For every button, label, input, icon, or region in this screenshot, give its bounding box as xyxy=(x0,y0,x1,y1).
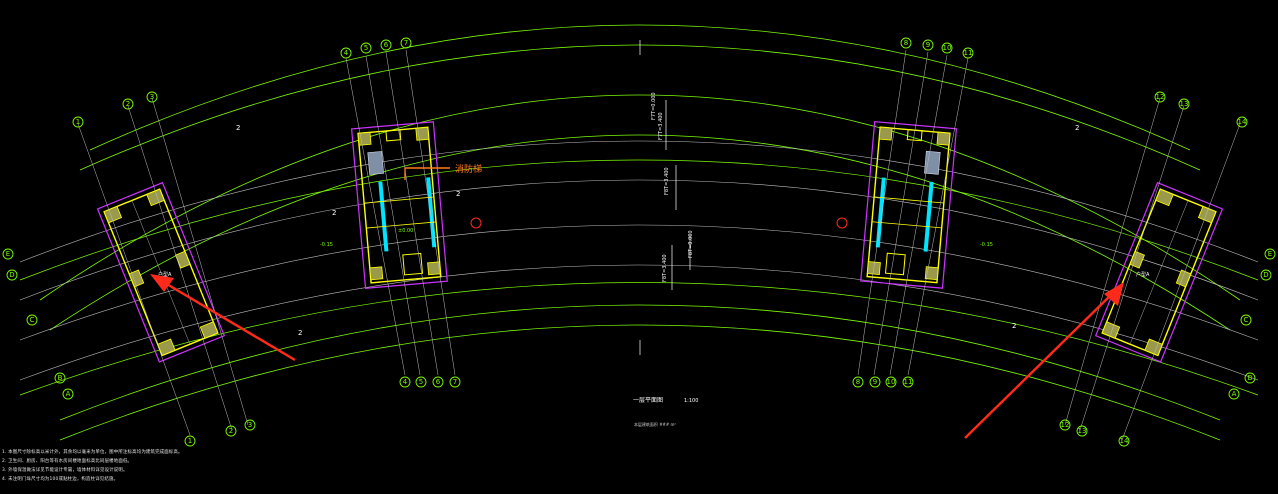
svg-text:B: B xyxy=(1248,374,1253,382)
right-red-arrow xyxy=(964,289,1117,439)
axis-bubble-labels: 4 5 6 7 8 9 10 11 4 5 6 7 8 9 10 11 1 2 … xyxy=(6,39,1272,445)
svg-text:2: 2 xyxy=(456,190,460,198)
svg-text:8: 8 xyxy=(856,378,860,386)
svg-text:9: 9 xyxy=(926,41,930,49)
drawing-subtitle: 本层建筑面积 ### m² xyxy=(634,421,676,427)
svg-text:F8T=0.000: F8T=0.000 xyxy=(688,230,694,258)
svg-text:12: 12 xyxy=(1061,421,1070,429)
title-block: 一层平面图 1:100 本层建筑面积 ### m² xyxy=(633,397,698,427)
svg-text:1: 1 xyxy=(76,118,80,126)
svg-text:F7T=0.000: F7T=0.000 xyxy=(651,92,657,120)
svg-text:E: E xyxy=(6,250,10,258)
note-line: 3. 外墙保温做法详见节能设计专篇，墙体材料详见设计说明。 xyxy=(2,468,128,473)
svg-text:2: 2 xyxy=(298,329,302,337)
svg-text:4: 4 xyxy=(403,378,408,386)
left-end-unit xyxy=(96,181,226,363)
left-arrow-head xyxy=(150,274,174,292)
svg-text:14: 14 xyxy=(1238,118,1247,126)
note-line: 4. 未注明门垛尺寸均为100或贴柱边，构造柱详见结施。 xyxy=(2,477,119,482)
svg-text:12: 12 xyxy=(1156,93,1165,101)
svg-text:6: 6 xyxy=(384,41,389,49)
core-axis-lines xyxy=(77,49,1241,441)
svg-text:±0.00: ±0.00 xyxy=(398,228,413,234)
arc-lines xyxy=(19,24,1259,441)
svg-text:户型A: 户型A xyxy=(158,271,172,278)
svg-text:2: 2 xyxy=(1075,124,1079,132)
general-notes: 1. 本图尺寸除标高以米计外，其余均以毫米为单位，图中所注标高均为建筑完成面标高… xyxy=(2,448,183,484)
note-line: 1. 本图尺寸除标高以米计外，其余均以毫米为单位，图中所注标高均为建筑完成面标高… xyxy=(2,450,183,455)
svg-text:11: 11 xyxy=(964,49,973,57)
right-end-unit xyxy=(1094,181,1224,363)
svg-text:2: 2 xyxy=(236,124,240,132)
svg-text:B: B xyxy=(58,374,63,382)
callout-label: 消防梯 xyxy=(455,163,482,175)
svg-text:13: 13 xyxy=(1180,100,1189,108)
svg-text:C: C xyxy=(1244,316,1249,324)
svg-text:F8T=3.400: F8T=3.400 xyxy=(662,254,668,282)
axis-bubbles xyxy=(2,37,1276,447)
svg-text:9: 9 xyxy=(873,378,877,386)
svg-text:2: 2 xyxy=(1012,322,1016,330)
svg-text:C: C xyxy=(30,316,35,324)
svg-text:7: 7 xyxy=(404,39,408,47)
svg-text:2: 2 xyxy=(332,209,336,217)
svg-text:14: 14 xyxy=(1120,437,1129,445)
svg-text:E: E xyxy=(1268,250,1272,258)
center-axis-marks xyxy=(639,40,691,355)
svg-text:-0.15: -0.15 xyxy=(980,242,993,248)
svg-text:10: 10 xyxy=(887,378,896,386)
svg-text:A: A xyxy=(1232,390,1237,398)
right-arrow-head xyxy=(1104,282,1124,306)
svg-text:A: A xyxy=(66,390,71,398)
svg-text:D: D xyxy=(9,271,14,279)
center-axis-tags: F7T=0.000 F7T=3.400 F8T=3.400 F8T=0.000 … xyxy=(651,92,694,282)
svg-text:1: 1 xyxy=(188,437,192,445)
annotation-arrows xyxy=(150,274,1124,439)
svg-text:2: 2 xyxy=(126,100,130,108)
svg-text:3: 3 xyxy=(150,93,154,101)
note-line: 2. 卫生间、厨房、阳台等有水房间楼地面标高比同层楼地面低。 xyxy=(2,459,133,464)
svg-text:F8T=3.400: F8T=3.400 xyxy=(664,167,670,195)
drawing-scale: 1:100 xyxy=(684,398,698,404)
svg-text:7: 7 xyxy=(453,378,457,386)
mid-tags: -0.15 ±0.00 -0.15 xyxy=(320,228,993,248)
svg-text:2: 2 xyxy=(229,427,233,435)
fire-stair-callout: 消防梯 xyxy=(404,163,482,180)
left-stair-core xyxy=(350,121,448,289)
room-tags: 户型A 户型A xyxy=(158,271,1150,278)
svg-text:3: 3 xyxy=(248,421,252,429)
svg-text:13: 13 xyxy=(1078,427,1087,435)
svg-text:10: 10 xyxy=(943,44,952,52)
svg-text:4: 4 xyxy=(344,49,349,57)
index-markers xyxy=(470,217,848,229)
left-red-arrow xyxy=(159,278,296,362)
svg-text:5: 5 xyxy=(419,378,423,386)
svg-text:D: D xyxy=(1263,271,1268,279)
svg-text:5: 5 xyxy=(364,44,368,52)
svg-text:6: 6 xyxy=(436,378,441,386)
svg-text:-0.15: -0.15 xyxy=(320,242,333,248)
svg-text:F7T=3.400: F7T=3.400 xyxy=(658,112,664,140)
svg-text:11: 11 xyxy=(904,378,913,386)
svg-text:8: 8 xyxy=(904,39,908,47)
level-marks: 2 2 2 2 2 2 xyxy=(236,124,1079,337)
svg-text:户型A: 户型A xyxy=(1136,271,1150,278)
drawing-title: 一层平面图 xyxy=(633,397,663,404)
